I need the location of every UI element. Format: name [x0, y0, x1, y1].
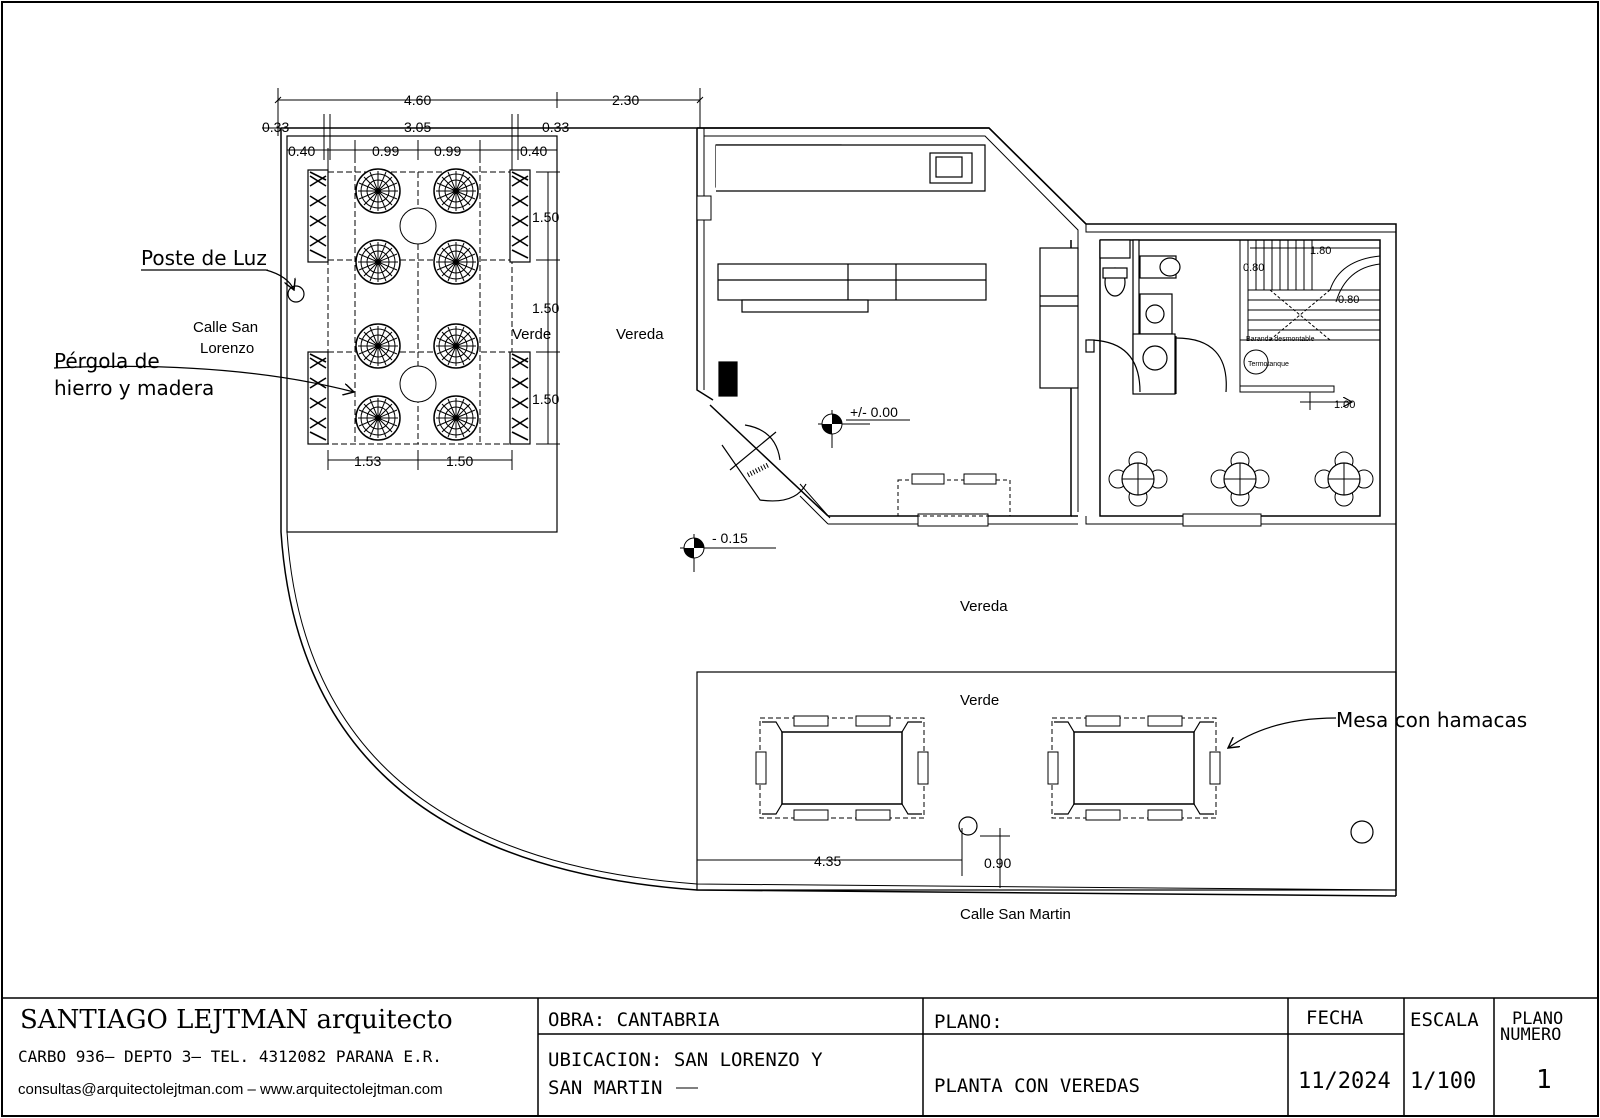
dim-090: 0.90	[984, 855, 1011, 871]
dim-080-a: 0.80	[1243, 262, 1264, 274]
firm-name: SANTIAGO LEJTMAN arquitecto	[20, 1005, 453, 1035]
dim-150-d: 1.50	[446, 453, 473, 469]
label-calle-san-lorenzo-2: Lorenzo	[200, 340, 254, 357]
firm-address: CARBO 936– DEPTO 3– TEL. 4312082 PARANA …	[18, 1047, 442, 1066]
label-calle-san-martin: Calle San Martin	[960, 906, 1071, 923]
fecha-label: FECHA	[1306, 1007, 1364, 1029]
tree-mark-1	[958, 816, 978, 836]
dim-033-right: 0.33	[542, 119, 569, 135]
pergola	[307, 148, 531, 445]
interior-bench	[897, 473, 1011, 517]
light-pole	[287, 285, 305, 303]
escala-value: 1/100	[1410, 1069, 1476, 1094]
plano-value: PLANTA CON VEREDAS	[934, 1075, 1140, 1097]
dim-153: 1.53	[354, 453, 381, 469]
pergola-area	[286, 135, 558, 533]
dim-080-b: 0.80	[1338, 294, 1359, 306]
stairs	[1239, 239, 1381, 410]
label-vereda-top: Vereda	[616, 326, 664, 343]
label-level-015: - 0.15	[712, 530, 748, 546]
label-level-000: +/- 0.00	[850, 404, 898, 420]
dim-305: 3.05	[404, 119, 431, 135]
round-tables	[1108, 451, 1374, 507]
dim-033-left: 0.33	[262, 119, 289, 135]
dim-150-b: 1.50	[532, 300, 559, 316]
label-vereda-mid: Vereda	[960, 598, 1008, 615]
numero-label-2: NUMERO	[1500, 1025, 1561, 1045]
dim-435: 4.35	[814, 853, 841, 869]
ubicacion-line-2: SAN MARTIN	[548, 1077, 662, 1099]
dim-099-right: 0.99	[434, 143, 461, 159]
numero-value: 1	[1536, 1065, 1552, 1095]
bathroom	[1085, 239, 1227, 395]
dim-040-right: 0.40	[520, 143, 547, 159]
level-marker-015	[680, 534, 776, 572]
label-pergola-2: hierro y madera	[54, 376, 214, 400]
firm-contact: consultas@arquitectolejtman.com – www.ar…	[18, 1081, 443, 1098]
dim-230: 2.30	[612, 92, 639, 108]
dim-460: 4.60	[404, 92, 431, 108]
numero-label-1: PLANO	[1512, 1009, 1563, 1029]
title-block: SANTIAGO LEJTMAN arquitecto CARBO 936– D…	[2, 997, 1598, 1116]
verde-bottom-area	[696, 671, 1397, 891]
obra-text: OBRA: CANTABRIA	[548, 1009, 720, 1031]
dim-040-left: 0.40	[288, 143, 315, 159]
label-poste: Poste de Luz	[141, 246, 267, 270]
ubicacion-line-1: UBICACION: SAN LORENZO Y	[548, 1049, 823, 1071]
fecha-value: 11/2024	[1298, 1069, 1391, 1094]
entrance-door	[721, 424, 807, 502]
label-baranda: Baranda desmontable	[1246, 336, 1315, 343]
plan-labels: Poste de Luz Calle San Lorenzo Pérgola d…	[54, 92, 1527, 923]
plano-label: PLANO:	[934, 1011, 1003, 1033]
tree-mark-2	[1350, 820, 1374, 844]
label-termotanque: Termotanque	[1248, 361, 1289, 368]
dim-100: 1.00	[1334, 399, 1355, 411]
label-mesa: Mesa con hamacas	[1336, 708, 1527, 732]
label-calle-san-lorenzo-1: Calle San	[193, 319, 258, 336]
label-verde-left: Verde	[512, 326, 551, 343]
escala-label: ESCALA	[1410, 1009, 1479, 1031]
label-pergola-1: Pérgola de	[54, 349, 160, 373]
dim-150-c: 1.50	[532, 391, 559, 407]
kitchen-counters	[715, 144, 1079, 397]
dim-180: 1.80	[1310, 245, 1331, 257]
dim-150-a: 1.50	[532, 209, 559, 225]
windows	[696, 195, 1262, 527]
label-verde-bottom: Verde	[960, 692, 999, 709]
swing-tables	[755, 715, 1221, 821]
dimension-lines	[262, 88, 1380, 888]
level-marker-000	[818, 410, 910, 448]
dim-099-left: 0.99	[372, 143, 399, 159]
